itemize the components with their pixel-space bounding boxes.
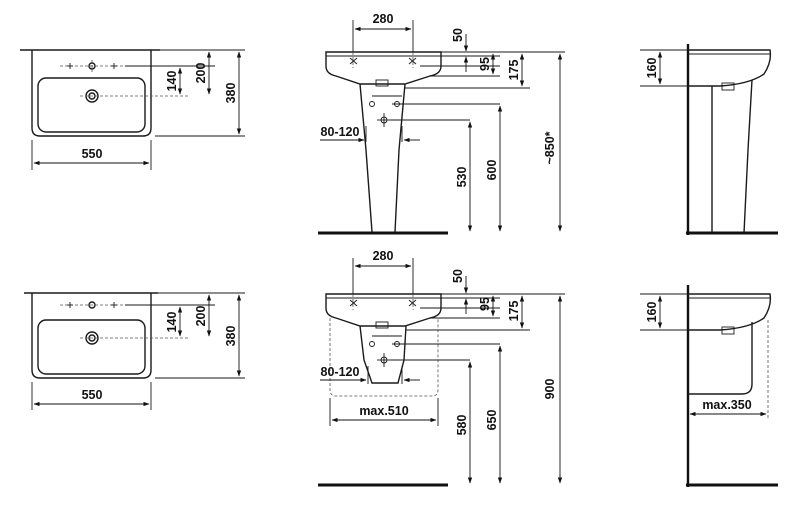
supply-hole-left-icon	[369, 101, 375, 107]
waste-hole-icon	[377, 113, 391, 127]
front-rim-height-label: 900	[543, 379, 557, 400]
front-rim-label: 50	[451, 28, 465, 42]
front-tap-height-label: 95	[478, 297, 492, 311]
front-tap-spacing-label: 280	[373, 12, 394, 26]
front-rim-height-label: ~850*	[543, 131, 557, 164]
side-depth-label: 160	[645, 58, 659, 79]
front-pedestal-width-label: max.510	[359, 404, 408, 418]
side-view-bottom: 160 max.350	[640, 285, 778, 487]
front-view-bottom: 280 50 95 175 80-120 max.510 580	[318, 249, 565, 487]
front-waste-height-label: 530	[455, 167, 469, 188]
plan-tap-depth-label: 200	[194, 63, 208, 84]
tap-hole-right-icon	[408, 52, 417, 68]
front-tap-spacing-label: 280	[373, 249, 394, 263]
plan-drain-depth-label: 140	[165, 312, 179, 333]
tap-hole-right-icon	[408, 294, 417, 310]
plan-tap-depth-label: 200	[194, 306, 208, 327]
front-bowl-label: 175	[507, 301, 521, 322]
plan-view-top: 550 140 200 380	[20, 49, 245, 170]
plan-drain-depth-label: 140	[165, 71, 179, 92]
front-bowl-label: 175	[507, 60, 521, 81]
front-supply-height-label: 600	[485, 160, 499, 181]
plan-depth-label: 380	[224, 326, 238, 347]
tap-hole-left-icon	[349, 294, 358, 310]
side-pedestal-depth-label: max.350	[702, 398, 751, 412]
front-waste-height-label: 580	[455, 415, 469, 436]
waste-hole-icon	[377, 353, 391, 367]
front-waste-width-label: 80-120	[321, 365, 360, 379]
front-view-top: 280 50 95 175 80-120 530 600 ~850*	[318, 12, 565, 235]
plan-width-label: 550	[82, 147, 103, 161]
front-waste-width-label: 80-120	[321, 125, 360, 139]
plan-width-label: 550	[82, 388, 103, 402]
plan-view-bottom: 550 140 200 380	[24, 292, 245, 410]
plan-depth-label: 380	[224, 83, 238, 104]
front-rim-label: 50	[451, 269, 465, 283]
side-view-top: 160	[640, 44, 778, 235]
front-tap-height-label: 95	[478, 57, 492, 71]
side-depth-label: 160	[645, 302, 659, 323]
tap-hole-left-icon	[349, 52, 358, 68]
front-supply-height-label: 650	[485, 410, 499, 431]
supply-hole-left-icon	[369, 341, 375, 347]
